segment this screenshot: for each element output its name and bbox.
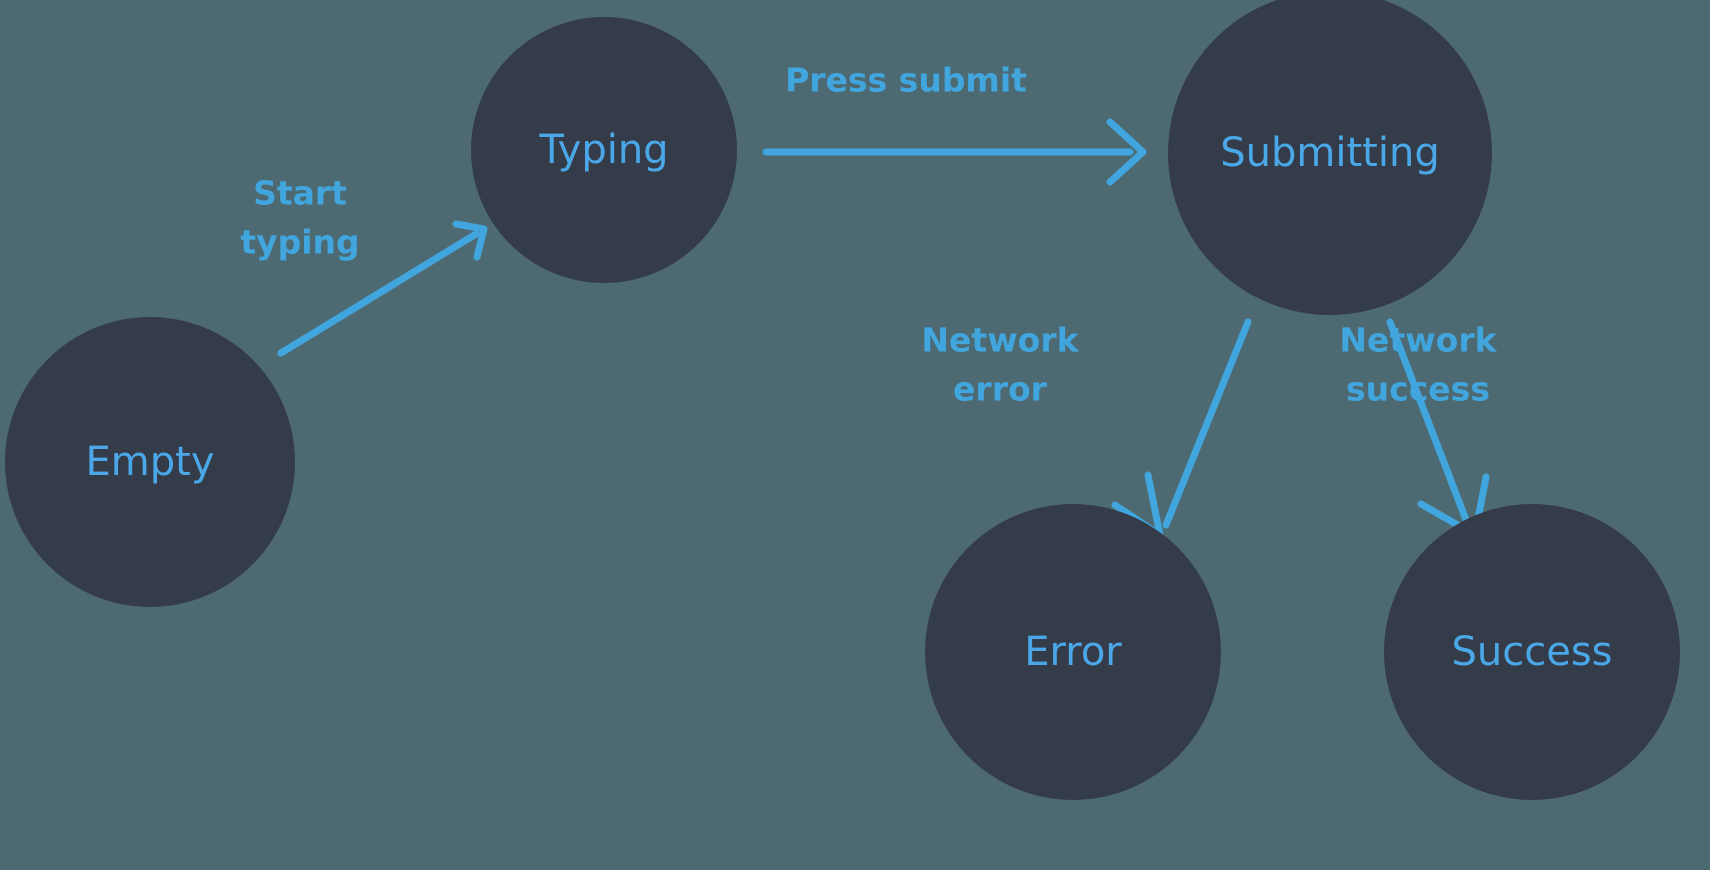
- transition-line-network-error: [1162, 318, 1252, 529]
- state-label-empty: Empty: [86, 439, 215, 485]
- transition-press-submit: [762, 118, 1147, 186]
- transition-label-network-error: Network error: [921, 321, 1079, 409]
- transition-label-line-network-error-1: error: [953, 370, 1048, 409]
- state-node-success[interactable]: Success: [1384, 504, 1680, 800]
- state-label-success: Success: [1451, 629, 1612, 675]
- state-circle-success[interactable]: [1384, 504, 1680, 800]
- transition-label-line-start-typing-1: typing: [240, 223, 359, 262]
- transition-start-typing: [277, 220, 488, 357]
- state-label-typing: Typing: [538, 127, 668, 173]
- state-label-error: Error: [1024, 629, 1122, 675]
- transition-label-line-network-success-1: success: [1346, 370, 1490, 409]
- state-circle-typing[interactable]: [471, 17, 737, 283]
- transition-label-press-submit: Press submit: [785, 61, 1027, 100]
- state-label-submitting: Submitting: [1220, 130, 1439, 176]
- state-node-typing[interactable]: Typing: [471, 17, 737, 283]
- transition-label-line-press-submit-0: Press submit: [785, 61, 1027, 100]
- state-node-empty[interactable]: Empty: [5, 317, 295, 607]
- state-circle-error[interactable]: [925, 504, 1221, 800]
- transition-label-line-network-error-0: Network: [921, 321, 1079, 360]
- transition-label-start-typing: Start typing: [240, 174, 359, 262]
- transition-line-start-typing: [277, 230, 480, 357]
- arrowhead-icon-press-submit: [1106, 118, 1147, 186]
- transition-network-error: [1111, 318, 1252, 539]
- state-circle-submitting[interactable]: [1168, 0, 1492, 315]
- state-node-submitting[interactable]: Submitting: [1168, 0, 1492, 315]
- state-circle-empty[interactable]: [5, 317, 295, 607]
- transition-label-network-success: Network success: [1339, 321, 1497, 409]
- transition-line-network-success: [1386, 318, 1472, 529]
- state-node-error[interactable]: Error: [925, 504, 1221, 800]
- transition-label-line-start-typing-0: Start: [253, 174, 347, 213]
- arrowhead-icon-start-typing: [452, 220, 488, 261]
- transition-label-line-network-success-0: Network: [1339, 321, 1497, 360]
